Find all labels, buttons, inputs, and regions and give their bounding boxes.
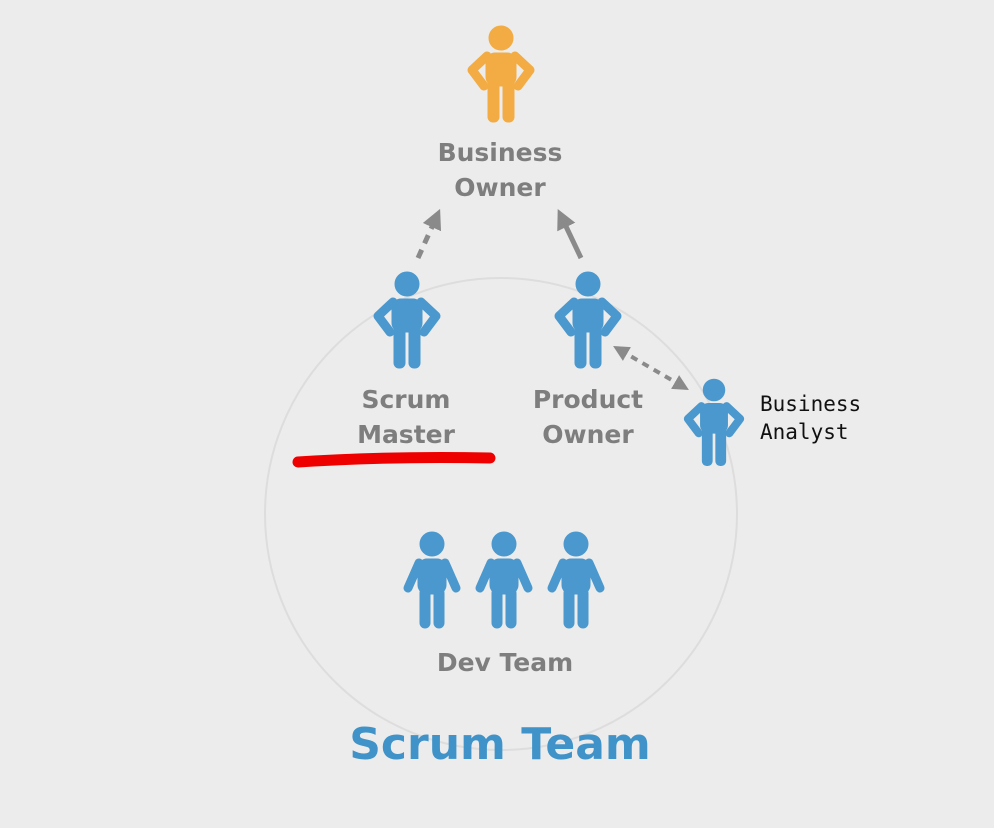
scrum-team-circle: [264, 277, 738, 751]
business-analyst-label-line2: Analyst: [760, 420, 849, 444]
product-owner-person-icon: [559, 272, 617, 368]
product-owner-label-line1: Product: [532, 385, 644, 414]
business-analyst-person-icon: [688, 379, 740, 465]
edge-scrum-master-to-business-owner: [415, 208, 442, 260]
business-owner-person-icon: [472, 26, 530, 122]
dev-team-person-icon: [408, 532, 456, 628]
product-owner-label: Product Owner: [488, 382, 688, 452]
scrum-master-label-line1: Scrum: [361, 385, 451, 414]
dev-team-label-text: Dev Team: [436, 648, 574, 677]
business-owner-label: Business Owner: [400, 135, 600, 205]
business-analyst-label-line1: Business: [760, 392, 862, 416]
business-analyst-label: Business Analyst: [760, 390, 861, 446]
edge-product-owner-to-business-owner: [557, 208, 584, 260]
dev-team-person-icon: [552, 532, 600, 628]
scrum-master-label: Scrum Master: [306, 382, 506, 452]
scrum-master-person-icon: [378, 272, 436, 368]
product-owner-label-line2: Owner: [542, 420, 634, 449]
dev-team-label: Dev Team: [380, 645, 630, 680]
scrum-team-title-text: Scrum Team: [349, 719, 651, 770]
business-owner-label-line1: Business: [437, 138, 563, 167]
business-owner-label-line2: Owner: [454, 173, 546, 202]
red-underline-annotation: [292, 452, 496, 468]
scrum-master-label-line2: Master: [357, 420, 455, 449]
scrum-team-title: Scrum Team: [300, 715, 700, 775]
dev-team-people-group-icon: [408, 532, 600, 628]
dev-team-person-icon: [480, 532, 528, 628]
edge-product-owner-business-analyst: [613, 345, 689, 391]
